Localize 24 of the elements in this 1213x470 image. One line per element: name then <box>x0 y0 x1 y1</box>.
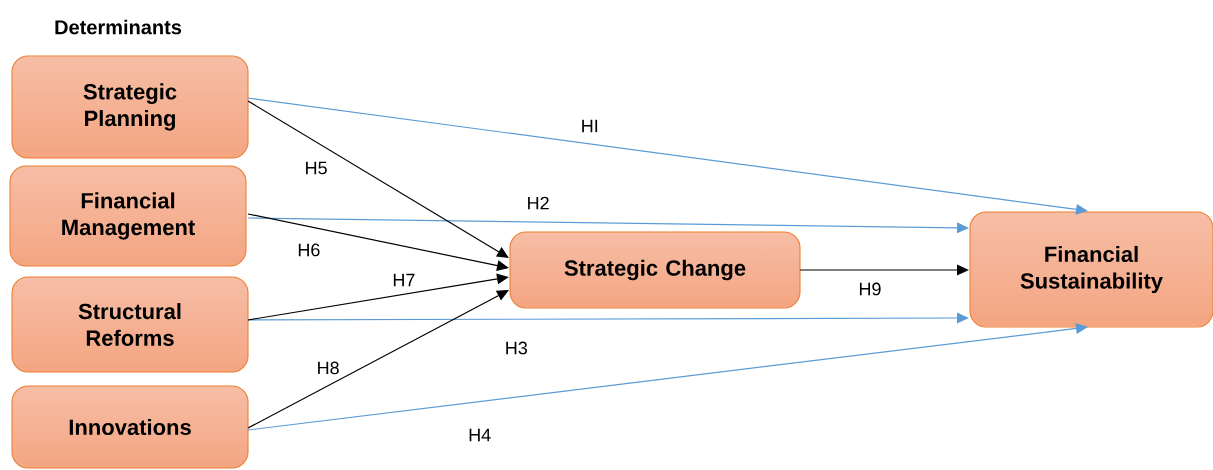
concept-box: Strategic Change <box>509 231 801 309</box>
arrow <box>247 312 969 324</box>
edge-label: H7 <box>391 272 417 288</box>
arrow <box>247 290 509 429</box>
concept-box: Financial Management <box>9 165 247 267</box>
arrow <box>247 97 1088 215</box>
edge-label: H6 <box>296 242 322 258</box>
heading: Determinants <box>55 19 182 35</box>
edge-label: H5 <box>303 160 329 176</box>
arrow <box>247 323 1088 431</box>
concept-box: Financial Sustainability <box>969 211 1213 328</box>
edge-label: HI <box>579 118 601 134</box>
edge-label: H3 <box>503 340 530 356</box>
arrow <box>247 213 509 271</box>
concept-box: Strategic Planning <box>11 55 249 159</box>
concept-box: Innovations <box>11 385 249 469</box>
edge-label: H9 <box>857 281 883 297</box>
arrow <box>247 100 509 258</box>
edge-label: H8 <box>315 360 341 376</box>
edge-label: H4 <box>466 427 493 443</box>
edge-label: H2 <box>525 195 551 211</box>
concept-box: Structural Reforms <box>11 276 249 373</box>
arrow <box>247 273 509 321</box>
arrow <box>799 264 969 276</box>
